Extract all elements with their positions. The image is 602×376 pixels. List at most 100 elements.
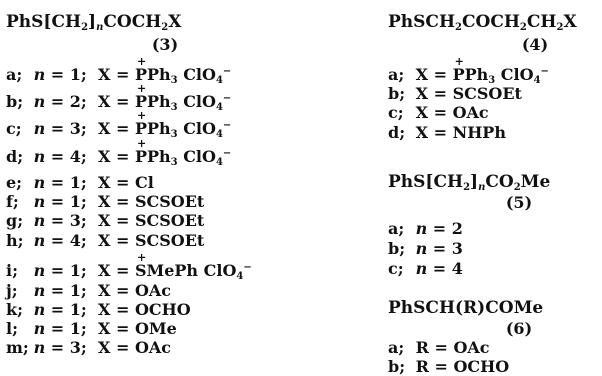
compound-row: k; n = 1; X = OCHO: [6, 300, 191, 319]
equals-sign: =: [115, 192, 130, 211]
n-value: 4: [69, 147, 81, 166]
equals-sign: =: [432, 219, 447, 238]
compound-number-3: (3): [151, 35, 179, 54]
compound-row: i; n = 1; X = +SMePh ClO4−: [6, 251, 252, 282]
equals-sign: =: [50, 211, 65, 230]
n-symbol: n: [33, 261, 46, 280]
x-symbol: X: [415, 65, 428, 84]
plus-charge: +: [136, 137, 147, 150]
row-label: b;: [388, 357, 406, 376]
row-label: f;: [6, 192, 19, 211]
row-label: j;: [6, 281, 18, 300]
compound-row: b; R = OCHO: [388, 358, 509, 376]
n-value: 3: [69, 338, 81, 357]
compound-row: b; X = SCSOEt: [388, 85, 522, 103]
n-value: 1: [69, 65, 81, 84]
n-value: 2: [451, 219, 463, 238]
n-symbol: n: [33, 281, 46, 300]
row-label: a;: [388, 65, 405, 84]
formula-3: PhS[CH2]nCOCH2X: [6, 12, 182, 33]
n-symbol: n: [415, 259, 428, 278]
x-value: +PPh3 ClO4−: [134, 55, 232, 86]
plus-charge: +: [136, 109, 147, 122]
cationic-center: +PPh: [134, 109, 171, 138]
formula-5: PhS[CH2]nCO2Me: [388, 172, 551, 193]
n-value: 4: [451, 259, 463, 278]
x-symbol: X: [97, 281, 111, 300]
equals-sign: =: [50, 319, 65, 338]
x-value: OCHO: [134, 300, 191, 319]
row-label: i;: [6, 261, 18, 280]
n-symbol: n: [33, 231, 46, 250]
n-symbol: n: [33, 65, 46, 84]
x-symbol: X: [97, 147, 111, 166]
x-symbol: X: [97, 231, 111, 250]
row-label: b;: [6, 92, 24, 111]
n-symbol: n: [33, 92, 46, 111]
x-value: SCSOEt: [134, 211, 205, 230]
compound-row: c; n = 3; X = +PPh3 ClO4−: [6, 109, 232, 140]
plus-charge: +: [136, 55, 147, 68]
x-symbol: X: [97, 92, 111, 111]
row-label: d;: [6, 147, 24, 166]
n-symbol: n: [415, 239, 428, 258]
cationic-center: +PPh: [452, 55, 489, 84]
compound-row: l; n = 1; X = OMe: [6, 319, 177, 338]
x-value: +PPh3 ClO4−: [134, 82, 232, 113]
equals-sign: =: [50, 92, 65, 111]
equals-sign: =: [432, 259, 447, 278]
n-value: 3: [451, 239, 463, 258]
cationic-center: +PPh: [134, 55, 171, 84]
n-value: 3: [69, 211, 81, 230]
compound-row: c; n = 4: [388, 260, 463, 278]
equals-sign: =: [50, 147, 65, 166]
r-value: OCHO: [453, 357, 510, 376]
r-value: OAc: [453, 338, 490, 357]
compound-row: a; n = 1; X = +PPh3 ClO4−: [6, 55, 232, 86]
row-label: d;: [388, 123, 406, 142]
row-label: h;: [6, 231, 24, 250]
x-value: SCSOEt: [134, 192, 205, 211]
x-value: +PPh3 ClO4−: [452, 55, 549, 86]
compound-number-4: (4): [521, 35, 549, 54]
equals-sign: =: [115, 211, 130, 230]
equals-sign: =: [115, 281, 130, 300]
compound-row: h; n = 4; X = SCSOEt: [6, 231, 205, 250]
n-symbol: n: [33, 119, 46, 138]
row-label: a;: [388, 219, 405, 238]
x-value: OMe: [134, 319, 177, 338]
x-symbol: X: [415, 84, 428, 103]
formula-4: PhSCH2COCH2CH2X: [388, 12, 577, 33]
n-value: 1: [69, 192, 81, 211]
x-symbol: X: [97, 338, 111, 357]
n-symbol: n: [33, 147, 46, 166]
compound-row: a; R = OAc: [388, 339, 490, 357]
equals-sign: =: [50, 338, 65, 357]
row-label: k;: [6, 300, 23, 319]
n-symbol: n: [33, 319, 46, 338]
equals-sign: =: [50, 231, 65, 250]
x-symbol: X: [97, 300, 111, 319]
equals-sign: =: [115, 147, 130, 166]
row-label: a;: [388, 338, 405, 357]
cationic-center: +SMePh: [134, 251, 199, 280]
x-value: +SMePh ClO4−: [134, 251, 252, 282]
x-symbol: X: [97, 211, 111, 230]
x-symbol: X: [97, 319, 111, 338]
x-value: SCSOEt: [134, 231, 205, 250]
equals-sign: =: [50, 119, 65, 138]
row-label: a;: [6, 65, 23, 84]
n-value: 1: [69, 261, 81, 280]
x-value: OAc: [452, 103, 489, 122]
plus-charge: +: [454, 55, 464, 68]
equals-sign: =: [115, 173, 130, 192]
x-value: SCSOEt: [452, 84, 522, 103]
equals-sign: =: [50, 281, 65, 300]
plus-charge: +: [136, 251, 147, 264]
row-label: c;: [388, 259, 404, 278]
equals-sign: =: [115, 319, 130, 338]
equals-sign: =: [115, 338, 130, 357]
equals-sign: =: [50, 261, 65, 280]
r-symbol: R: [415, 338, 429, 357]
x-symbol: X: [97, 65, 111, 84]
